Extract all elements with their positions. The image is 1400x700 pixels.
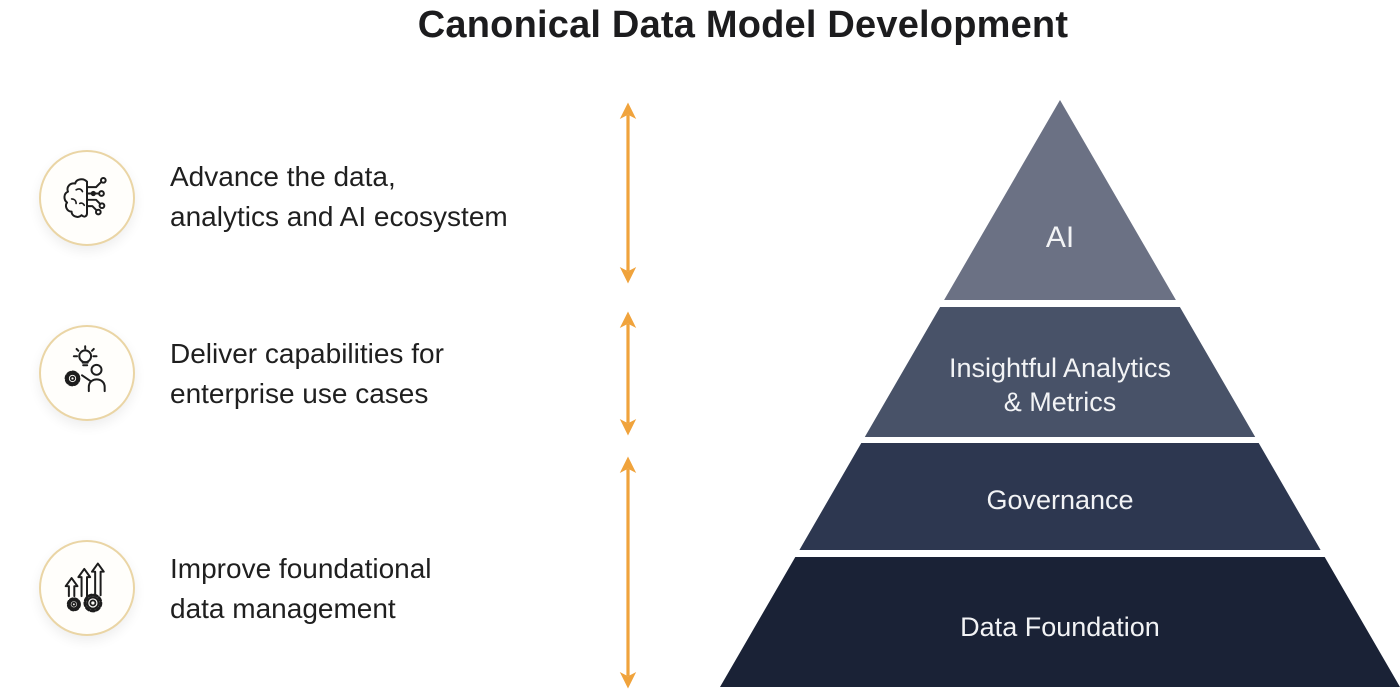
- pyramid-layer-governance: [799, 443, 1321, 550]
- icon-circle: [39, 540, 135, 636]
- item-text-line: enterprise use cases: [170, 378, 429, 409]
- pyramid-label-insightful-analytics-line1: Insightful Analytics: [949, 353, 1171, 383]
- pyramid-layer-ai: [944, 100, 1176, 300]
- pyramid-layer-insightful-analytics: [864, 307, 1256, 437]
- icon-circle: [39, 150, 135, 246]
- arrowhead-down-icon: [619, 267, 637, 284]
- pyramid-label-governance: Governance: [986, 485, 1133, 515]
- item-text-line: Advance the data,: [170, 161, 396, 192]
- ai-brain-icon: [63, 176, 107, 218]
- item-text: Improve foundational data management: [170, 549, 610, 629]
- arrowhead-up-icon: [619, 456, 637, 473]
- item-text-line: data management: [170, 593, 396, 624]
- arrowhead-down-icon: [619, 672, 637, 689]
- arrowhead-up-icon: [619, 311, 637, 328]
- item-text: Deliver capabilities for enterprise use …: [170, 334, 610, 414]
- item-text-line: analytics and AI ecosystem: [170, 201, 508, 232]
- double-arrow-top: [619, 102, 637, 284]
- icon-circle: [39, 325, 135, 421]
- innovation-person-icon: [64, 345, 106, 393]
- double-arrow-bottom: [619, 456, 637, 689]
- growth-arrows-icon: [64, 562, 105, 613]
- item-text: Advance the data, analytics and AI ecosy…: [170, 157, 610, 237]
- pyramid-layer-data-foundation: [720, 557, 1400, 687]
- pyramid-chart: AI Insightful Analytics & Metrics Govern…: [720, 100, 1400, 687]
- pyramid-label-ai: AI: [1046, 221, 1074, 254]
- arrowhead-down-icon: [619, 419, 637, 436]
- item-text-line: Improve foundational: [170, 553, 432, 584]
- pyramid-label-data-foundation: Data Foundation: [960, 612, 1160, 642]
- pyramid-label-insightful-analytics-line2: & Metrics: [1004, 387, 1117, 417]
- double-arrow-middle: [619, 311, 637, 436]
- item-text-line: Deliver capabilities for: [170, 338, 444, 369]
- arrowhead-up-icon: [619, 102, 637, 119]
- page-title: Canonical Data Model Development: [417, 4, 1069, 46]
